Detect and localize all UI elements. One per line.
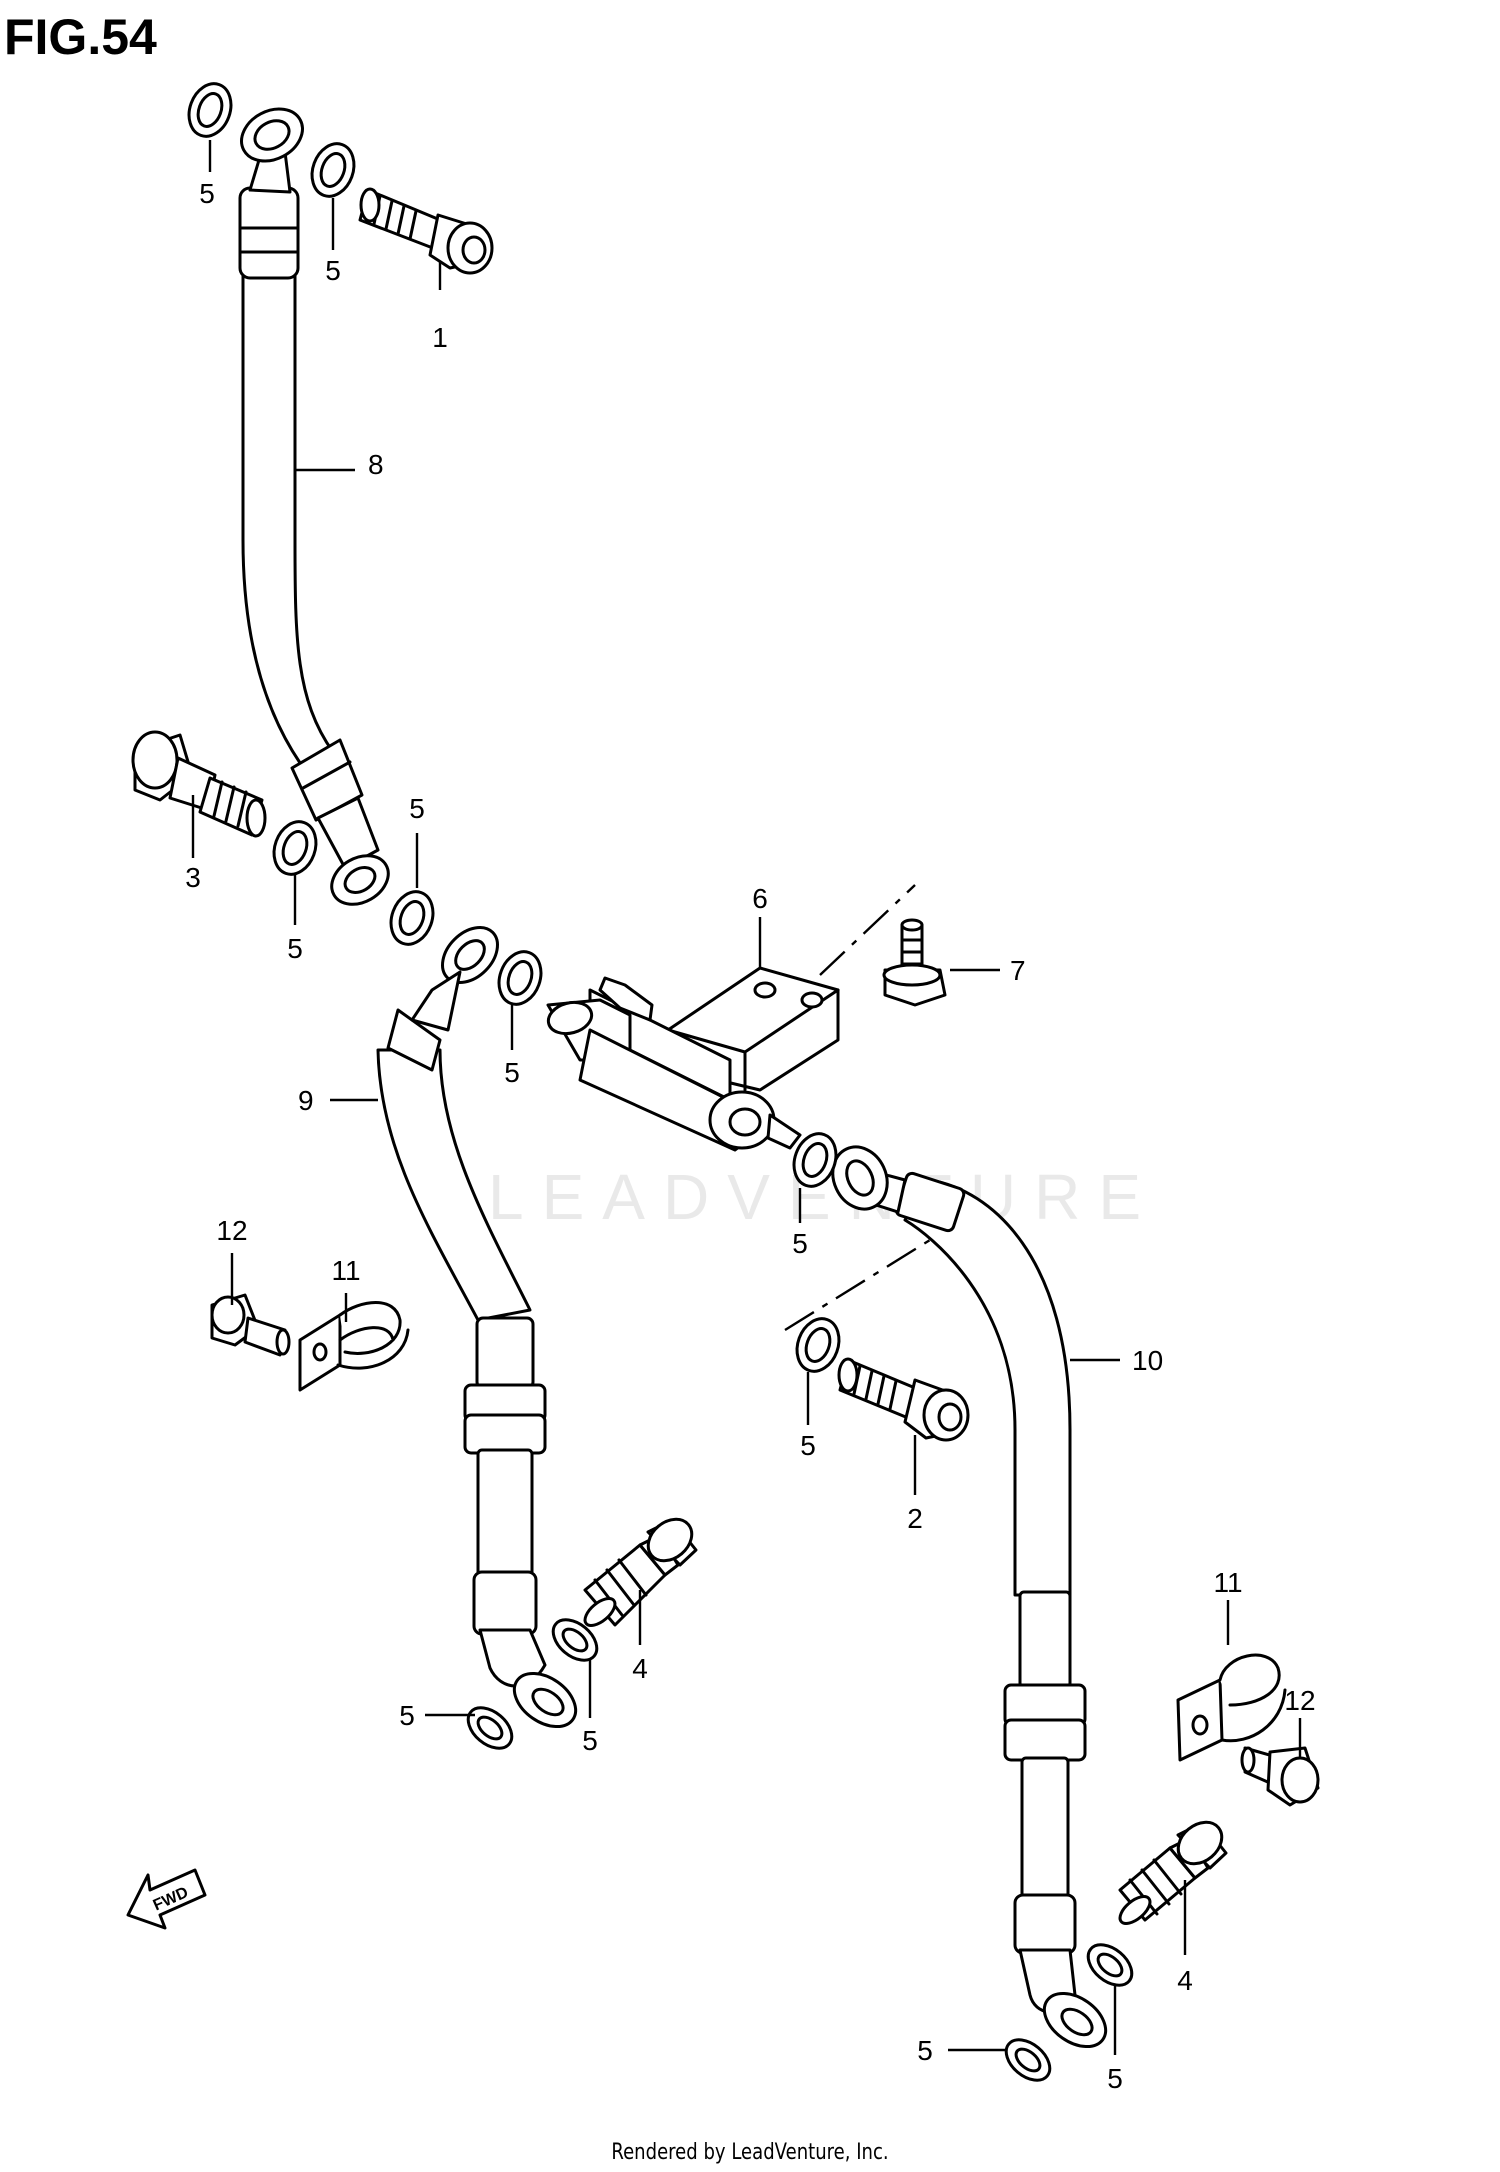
bolt-12-right[interactable] <box>1240 1746 1320 1807</box>
callout-7: 7 <box>1010 955 1026 986</box>
union-bolt-2[interactable] <box>837 1357 970 1442</box>
callout-5: 5 <box>399 1700 415 1731</box>
callout-12: 12 <box>1284 1685 1315 1716</box>
bolt-12-left[interactable] <box>210 1293 291 1357</box>
brake-hose-8[interactable] <box>232 99 397 914</box>
callout-11: 11 <box>331 1255 360 1286</box>
washer-5e <box>497 950 543 1006</box>
alignment-line-lower <box>784 1238 931 1332</box>
footer-credit: Rendered by LeadVenture, Inc. <box>611 2140 889 2165</box>
callout-5: 5 <box>917 2035 933 2066</box>
brake-hose-10[interactable] <box>823 1138 1116 2058</box>
washer-5j <box>1086 1943 1134 1987</box>
callout-5: 5 <box>287 933 303 964</box>
callout-11: 11 <box>1213 1567 1242 1598</box>
callout-5: 5 <box>409 793 425 824</box>
callout-5: 5 <box>582 1725 598 1756</box>
washer-5a <box>187 82 233 138</box>
union-bolt-4-left[interactable] <box>580 1511 700 1631</box>
forward-direction-arrow: FWD <box>126 1868 207 1930</box>
callout-5: 5 <box>199 178 215 209</box>
callout-4: 4 <box>632 1653 648 1684</box>
callout-10: 10 <box>1132 1345 1163 1376</box>
union-bolt-3[interactable] <box>131 730 267 838</box>
callout-5: 5 <box>800 1430 816 1461</box>
callout-5: 5 <box>1107 2063 1123 2094</box>
washer-5i <box>466 1706 514 1750</box>
callout-6: 6 <box>752 883 768 914</box>
callout-labels: 5 5 1 8 3 5 5 6 7 5 9 5 12 11 10 5 2 4 5… <box>185 178 1315 2094</box>
union-bolt-1[interactable] <box>358 187 494 275</box>
washer-5h <box>551 1618 599 1662</box>
alignment-line-upper <box>819 884 916 976</box>
clamp-11-right[interactable] <box>1176 1653 1287 1762</box>
callout-5: 5 <box>325 255 341 286</box>
callout-9: 9 <box>298 1085 314 1116</box>
callout-5: 5 <box>792 1228 808 1259</box>
washer-5b <box>310 142 356 198</box>
callout-8: 8 <box>368 449 384 480</box>
callout-1: 1 <box>432 322 448 353</box>
washer-5k <box>1004 2038 1052 2082</box>
washer-5g <box>795 1317 841 1373</box>
callout-3: 3 <box>185 862 201 893</box>
brake-hose-joint-6[interactable] <box>545 966 840 1152</box>
callout-12: 12 <box>216 1215 247 1246</box>
leader-lines <box>191 140 1302 2055</box>
washer-5f <box>792 1132 838 1188</box>
washers-5[interactable] <box>182 78 1139 2089</box>
washer-5c <box>272 820 318 876</box>
clamp-11-left[interactable] <box>298 1301 410 1392</box>
callout-4: 4 <box>1177 1965 1193 1996</box>
union-bolt-4-right[interactable] <box>1115 1814 1230 1929</box>
bolt-7[interactable] <box>882 918 947 1007</box>
callout-5: 5 <box>504 1057 520 1088</box>
brake-hose-9[interactable] <box>376 917 585 1738</box>
figure-title: FIG.54 <box>4 9 157 65</box>
callout-2: 2 <box>907 1503 923 1534</box>
washer-5d <box>389 890 435 946</box>
